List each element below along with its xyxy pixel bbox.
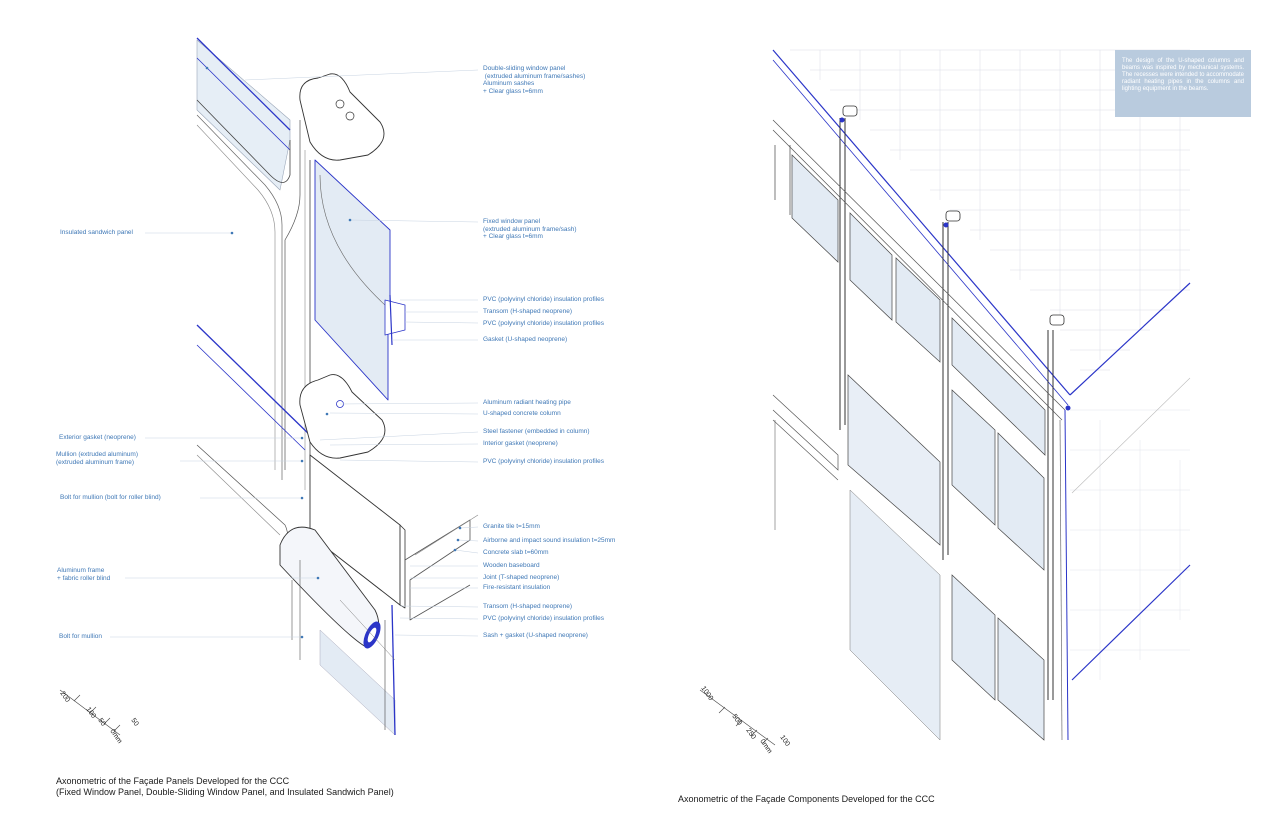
floor-slab (404, 519, 471, 621)
label-sash-gasket: Sash + gasket (U-shaped neoprene) (483, 632, 588, 639)
lower-glass-band (849, 489, 941, 741)
label-bolt-mullion-blind: Bolt for mullion (bolt for roller blind) (60, 494, 161, 501)
right-scale-500: 500 (730, 713, 742, 727)
label-pvc-3: PVC (polyvinyl chloride) insulation prof… (483, 458, 605, 465)
leader-dots (205, 66, 462, 639)
left-scale-50: 50 (96, 717, 106, 727)
label-fixed-window: Fixed window panel (extruded aluminum fr… (483, 218, 577, 241)
left-caption: Axonometric of the Façade Panels Develop… (56, 776, 394, 797)
right-scale-250: 250 (744, 727, 756, 741)
label-gasket-u: Gasket (U-shaped neoprene) (483, 336, 568, 343)
label-concrete-slab: Concrete slab t=60mm (483, 549, 549, 556)
left-scale-0: 0mm (108, 728, 123, 745)
label-exterior-gasket: Exterior gasket (neoprene) (59, 434, 136, 441)
label-joint-t: Joint (T-shaped neoprene) (483, 574, 560, 581)
window-upper-4 (951, 317, 1046, 456)
left-scale-bar (59, 689, 121, 736)
label-heating-pipe: Aluminum radiant heating pipe (483, 399, 571, 406)
right-scale-1000: 1000 (699, 685, 714, 702)
window-upper-3 (895, 257, 941, 363)
label-transom-2: Transom (H-shaped neoprene) (483, 603, 572, 610)
right-scale-100: 100 (778, 734, 790, 748)
label-roller-blind: Aluminum frame + fabric roller blind (57, 567, 111, 582)
window-mid-3 (997, 432, 1045, 571)
label-transom-1: Transom (H-shaped neoprene) (483, 308, 572, 315)
lower-glass (319, 629, 396, 736)
window-low-2 (997, 617, 1045, 741)
design-note-box: The design of the U-shaped columns and b… (1115, 50, 1251, 117)
column-caps (842, 105, 1065, 326)
label-interior-gasket: Interior gasket (neoprene) (483, 440, 558, 447)
u-column-top (299, 73, 385, 161)
window-upper-1 (791, 154, 839, 263)
upper-glass-pane (196, 39, 291, 191)
label-fire-insulation: Fire-resistant insulation (483, 584, 551, 591)
label-sandwich-panel: Insulated sandwich panel (60, 229, 133, 236)
label-double-sliding: Double-sliding window panel (extruded al… (483, 65, 586, 95)
left-scale-200: 200 (58, 690, 70, 704)
window-upper-2 (849, 212, 893, 321)
label-sound-insulation: Airborne and impact sound insulation t=2… (483, 537, 616, 544)
u-column-bottom (299, 374, 386, 459)
window-mid-2 (951, 389, 996, 526)
label-pvc-4: PVC (polyvinyl chloride) insulation prof… (483, 615, 605, 622)
fixed-window-glass (314, 159, 393, 401)
label-bolt-mullion: Bolt for mullion (59, 633, 102, 640)
label-mullion: Mullion (extruded aluminum) (extruded al… (56, 451, 139, 466)
label-pvc-1: PVC (polyvinyl chloride) insulation prof… (483, 296, 605, 303)
left-scale-50b: 50 (129, 717, 139, 727)
floor-grid-mid (1070, 409, 1190, 680)
label-steel-fastener: Steel fastener (embedded in column) (483, 428, 590, 435)
right-caption: Axonometric of the Façade Components Dev… (678, 794, 935, 804)
right-scale-bar (699, 689, 776, 746)
window-low-1 (951, 574, 996, 701)
sandwich-panel-body (284, 120, 301, 470)
label-granite: Granite tile t=15mm (483, 523, 540, 530)
right-scale-0: 0mm (758, 738, 773, 755)
window-mid-1 (847, 374, 941, 546)
left-axonometric (196, 37, 479, 736)
label-baseboard: Wooden baseboard (483, 562, 540, 569)
label-u-column: U-shaped concrete column (483, 410, 561, 417)
label-pvc-2: PVC (polyvinyl chloride) insulation prof… (483, 320, 605, 327)
leader-lines (110, 69, 479, 638)
right-axonometric (772, 49, 1191, 741)
